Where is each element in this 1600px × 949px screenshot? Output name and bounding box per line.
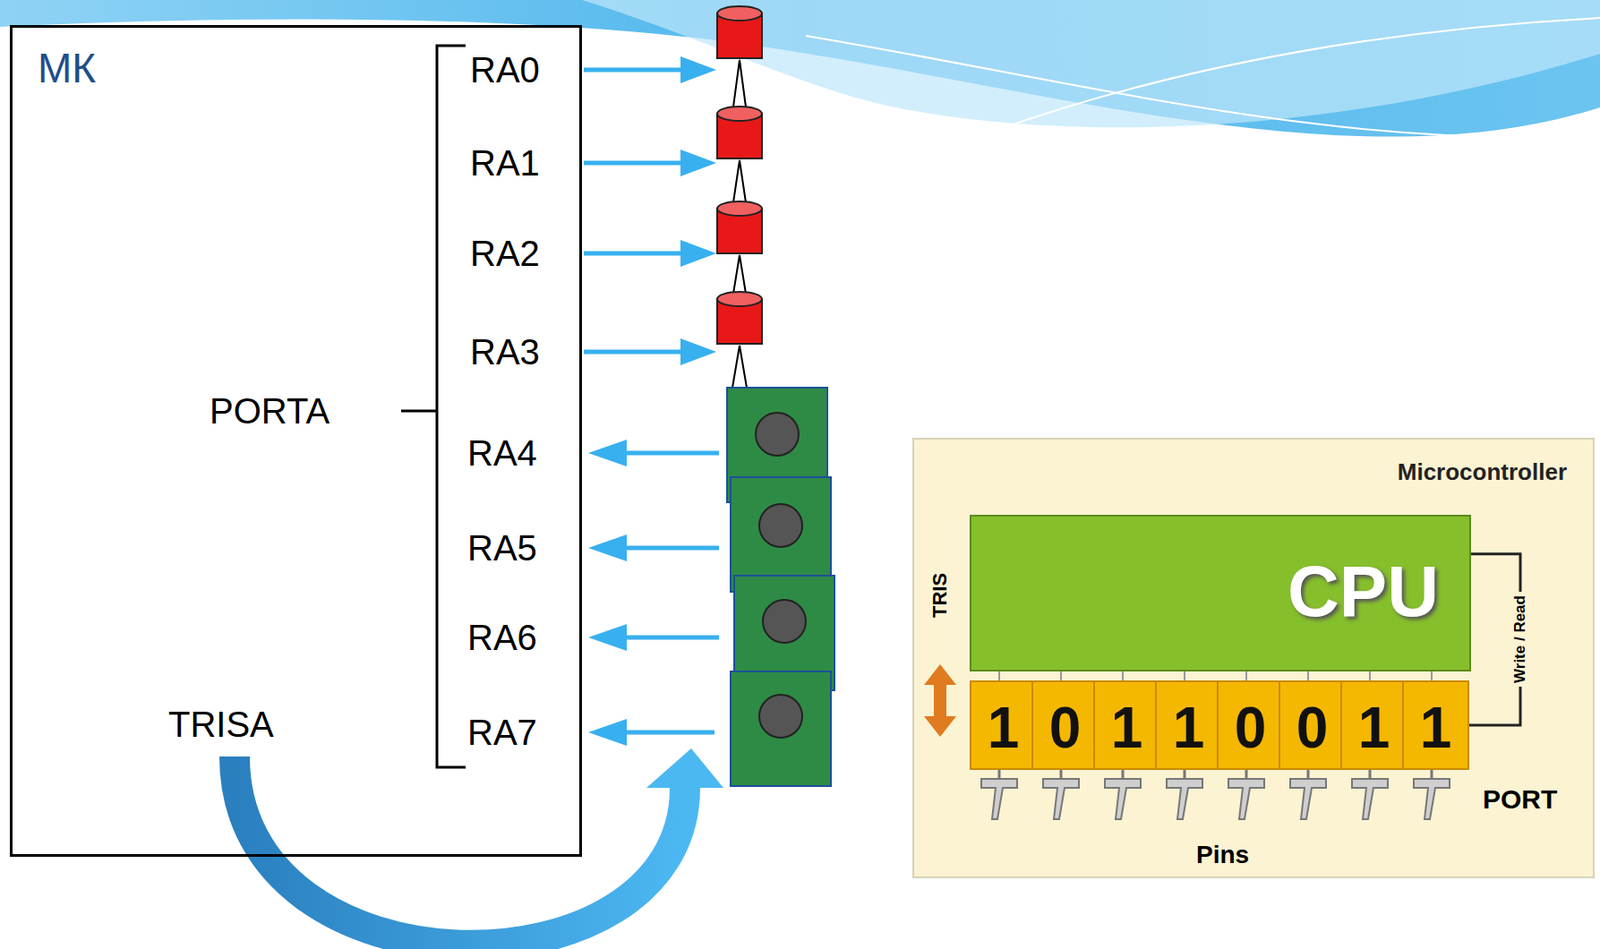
mcu-block-text: МК: [37, 43, 96, 93]
port-bit-cell-text: 1: [971, 694, 1036, 762]
pin-neck: [1430, 770, 1434, 779]
tris-double-arrow: [924, 664, 957, 737]
bus-link: [1060, 671, 1062, 681]
pin-neck: [1060, 770, 1063, 779]
led-top: [717, 6, 762, 21]
pin: [1166, 778, 1203, 820]
mcu-pins: [981, 671, 1450, 820]
led-top: [717, 201, 762, 216]
port-bit-cell: 0: [1031, 680, 1099, 771]
port-bit-cell-text: 0: [1280, 694, 1344, 762]
bus-link: [1121, 671, 1124, 681]
mcu-card-fill: [913, 438, 1594, 878]
port-bit-cell: 1: [1093, 680, 1161, 771]
bus-link: [1183, 671, 1186, 681]
pin-neck: [1307, 770, 1310, 779]
bus-link: [1245, 671, 1248, 681]
label: RA3: [470, 332, 540, 373]
input-arrows: [588, 439, 719, 746]
header-swoosh-light: [581, 0, 1600, 128]
port-bit-cell-text: 1: [1342, 694, 1406, 762]
label: RA5: [467, 528, 538, 569]
port-bit-cell: 0: [1278, 680, 1346, 771]
port-bit-cell-text: 1: [1095, 694, 1159, 762]
pin: [1104, 778, 1141, 820]
pin-neck: [1121, 770, 1125, 779]
bus-link: [998, 671, 1001, 681]
label: PORTA: [209, 391, 330, 432]
pin-neck: [1245, 770, 1249, 779]
pin: [1228, 778, 1265, 820]
output-arrows: [583, 56, 717, 366]
label: TRISA: [168, 704, 274, 745]
pin-neck: [1368, 770, 1372, 779]
label: RA7: [467, 712, 538, 753]
mcu-card-text: Microcontroller: [1397, 458, 1567, 487]
label: RA0: [470, 50, 540, 91]
port-bit-cell-text: 1: [1156, 694, 1221, 762]
port-bit-cell: 1: [1340, 680, 1408, 771]
port-bit-cell-text: 0: [1033, 694, 1097, 762]
push-buttons: [727, 387, 835, 787]
cpu-box: CPU: [969, 514, 1472, 672]
port-bit-cell-text: 0: [1218, 694, 1283, 762]
port-bit-cell: 0: [1216, 680, 1284, 771]
tris-curved-arrow: [234, 756, 685, 946]
bus-link: [1368, 671, 1371, 681]
port-bit-cell: 1: [1155, 680, 1223, 771]
label: RA2: [470, 233, 540, 274]
label: PORT: [1482, 784, 1558, 815]
label: Pins: [1196, 840, 1250, 870]
pin: [1290, 778, 1327, 820]
port-bit-cell: 1: [1402, 680, 1470, 771]
bus-link: [1307, 671, 1310, 681]
label: RA4: [467, 433, 538, 474]
led-top: [717, 291, 762, 307]
label: RA6: [467, 617, 538, 659]
led-leg: [732, 345, 747, 388]
led-chain: [717, 6, 762, 388]
led-top: [717, 106, 762, 121]
pin: [1413, 778, 1450, 820]
mk-box-fill: [9, 25, 582, 857]
pin: [981, 778, 1018, 820]
header-line: [984, 17, 1600, 135]
port-bit-cell-text: 1: [1403, 694, 1468, 762]
label: TRIS: [928, 573, 952, 618]
pin: [1043, 778, 1079, 820]
pin-neck: [1183, 770, 1187, 779]
cpu-box-text: CPU: [1287, 550, 1439, 634]
edge-label: Write / Read: [1509, 591, 1532, 687]
label: RA1: [470, 143, 540, 184]
header-line: [805, 35, 1600, 137]
pin-neck: [998, 770, 1002, 779]
port-bit-cell: 1: [969, 680, 1037, 771]
pin: [1351, 778, 1388, 820]
tris-curved-arrowhead: [646, 748, 724, 788]
bus-link: [1430, 671, 1433, 681]
porta-bracket: [401, 45, 466, 768]
